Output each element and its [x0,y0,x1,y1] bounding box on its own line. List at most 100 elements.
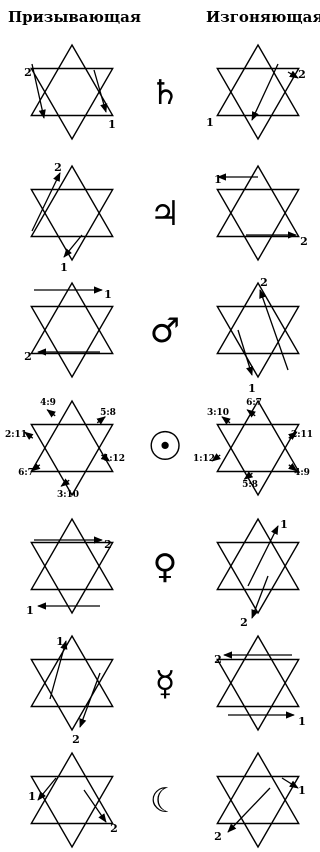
invoking-sun-label-2: 5:8 [100,408,116,418]
banishing-sun-arrow-5 [243,471,254,480]
invoking-saturn-label-1: 2 [24,66,32,79]
invoking-header: Призывающая [8,8,141,26]
invoking-mercury-label-2: 2 [72,733,80,746]
invoking-saturn-arrow-2 [93,69,108,113]
banishing-sun-arrow-6 [288,462,298,472]
banishing-sun-label-5: 5:8 [242,480,258,490]
banishing-sun-arrow-2 [221,416,231,425]
invoking-sun-label-1: 4:9 [40,398,56,408]
banishing-sun-label-4: 1:12 [193,454,215,464]
invoking-sun-label-3: 2:11 [5,430,27,440]
invoking-mercury-arrow-1 [49,640,68,700]
invoking-saturn-label-2: 1 [108,118,116,131]
banishing-moon-upward-triangle [216,751,300,825]
saturn-symbol-icon: ♄ [150,73,180,113]
invoking-venus-label-2: 1 [26,604,34,617]
banishing-mars-label-2: 1 [248,382,256,395]
banishing-mercury-hexagram: 21 [214,634,306,732]
invoking-venus-label-1: 2 [104,538,112,551]
invoking-jupiter-label-2: 1 [60,261,68,274]
banishing-sun-arrow-4 [211,453,221,462]
invoking-mercury-hexagram: 12 [30,634,114,746]
invoking-sun-arrow-6 [60,478,70,487]
banishing-sun-downward-triangle [216,423,300,497]
banishing-saturn-arrow-1 [251,63,279,121]
banishing-sun-upward-triangle [216,399,300,473]
banishing-sun-label-6: 4:9 [294,468,310,478]
banishing-jupiter-downward-triangle [216,188,300,262]
invoking-venus-downward-triangle [30,541,114,615]
banishing-sun-arrow-1 [246,409,256,418]
invoking-moon-arrow-2 [83,789,107,823]
invoking-saturn-downward-triangle [30,67,114,141]
banishing-sun-label-1: 6:7 [246,398,262,408]
invoking-venus-hexagram: 21 [26,517,114,617]
banishing-moon-label-2: 1 [298,784,306,797]
banishing-saturn-upward-triangle [216,43,300,117]
banishing-jupiter-label-2: 2 [300,235,308,248]
banishing-jupiter-upward-triangle [216,164,300,238]
banishing-saturn-label-1: 1 [206,116,214,129]
invoking-jupiter-arrow-1 [31,172,61,232]
invoking-sun-arrow-4 [100,453,111,462]
banishing-venus-hexagram: 12 [216,517,300,629]
invoking-sun-label-6: 3:10 [57,490,79,500]
banishing-venus-downward-triangle [216,541,300,615]
banishing-mars-arrow-1 [259,289,289,371]
banishing-venus-label-1: 1 [280,518,288,531]
invoking-moon-hexagram: 12 [28,751,118,849]
banishing-sun-label-2: 3:10 [207,408,229,418]
invoking-sun-arrow-2 [96,416,106,425]
invoking-sun-arrow-5 [31,462,41,472]
banishing-jupiter-hexagram: 12 [214,164,308,262]
banishing-venus-upward-triangle [216,517,300,591]
invoking-sun-arrow-1 [46,409,56,418]
banishing-sun-label-3: 2:11 [291,430,313,440]
invoking-jupiter-label-1: 2 [54,161,62,174]
invoking-mars-upward-triangle [30,281,114,355]
jupiter-symbol-icon: ♃ [150,194,180,234]
invoking-mars-downward-triangle [30,305,114,379]
invoking-venus-upward-triangle [30,517,114,591]
banishing-moon-downward-triangle [216,775,300,849]
invoking-saturn-arrow-1 [31,63,46,119]
invoking-mars-label-2: 2 [24,350,32,363]
banishing-mercury-downward-triangle [216,658,300,732]
banishing-saturn-label-2: 2 [298,68,306,81]
invoking-jupiter-hexagram: 21 [30,161,114,274]
row-mars: 122 1 ♂ [24,276,300,395]
invoking-mercury-arrow-2 [79,672,101,728]
banishing-moon-hexagram: 21 [214,751,306,849]
invoking-saturn-hexagram: 21 [24,43,116,141]
banishing-saturn-arrow-2 [287,70,299,79]
banishing-mars-arrow-2 [237,329,254,376]
moon-symbol-icon: ☾ [150,781,180,821]
invoking-moon-downward-triangle [30,775,114,849]
invoking-saturn-upward-triangle [30,43,114,117]
invoking-mercury-upward-triangle [30,634,114,708]
mars-symbol-icon: ♂ [150,311,180,351]
banishing-mars-upward-triangle [216,281,300,355]
banishing-saturn-hexagram: 12 [206,43,306,141]
invoking-moon-arrow-1 [37,777,57,801]
banishing-jupiter-label-1: 1 [214,173,222,186]
banishing-venus-label-2: 2 [240,616,248,629]
invoking-mars-hexagram: 12 [24,281,114,379]
invoking-moon-label-2: 2 [110,822,118,835]
invoking-sun-downward-triangle [30,423,114,497]
invoking-jupiter-arrow-2 [63,234,83,258]
banishing-saturn-downward-triangle [216,67,300,141]
banishing-moon-arrow-1 [227,787,271,833]
invoking-jupiter-upward-triangle [30,164,114,238]
banishing-mercury-label-1: 2 [214,653,222,666]
sun-symbol-icon: ☉ [147,424,183,470]
banishing-moon-arrow-2 [281,777,299,789]
banishing-sun-arrow-3 [288,431,298,441]
invoking-moon-upward-triangle [30,751,114,825]
